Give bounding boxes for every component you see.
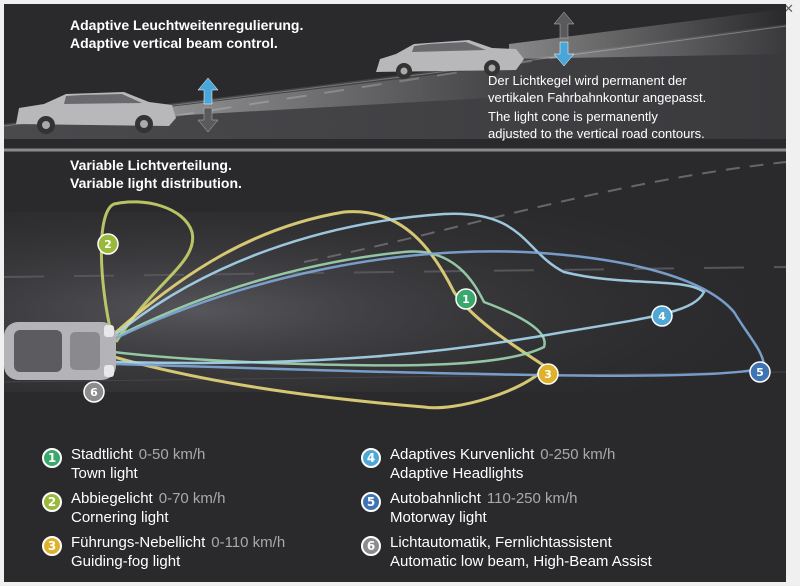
top-description: Der Lichtkegel wird permanent der vertik…: [488, 72, 706, 142]
marker-4-label: 4: [658, 310, 666, 323]
middle-title: Variable Lichtverteilung. Variable light…: [70, 156, 242, 192]
legend-en-4: Adaptive Headlights: [390, 465, 524, 482]
marker-2-label: 2: [104, 238, 112, 251]
car-icon: [16, 92, 176, 134]
legend-badge-5: 5: [361, 492, 381, 512]
beam-cornering: [99, 200, 195, 343]
legend-speed-5: 110-250 km/h: [486, 490, 578, 507]
legend-item-6: 6 Lichtautomatik, Fernlichtassistent Aut…: [361, 534, 771, 570]
close-icon[interactable]: ✕: [783, 2, 794, 17]
legend-speed-2: 0-70 km/h: [158, 490, 226, 507]
road-lane-top: [4, 266, 786, 278]
car-icon: [4, 322, 116, 380]
marker-3: 3: [537, 363, 559, 385]
light-distribution-diagram: 1 2 3 4 5 6: [4, 161, 786, 410]
middle-title-en: Variable light distribution.: [70, 175, 242, 191]
legend-en-3: Guiding-fog light: [71, 553, 181, 570]
up-down-arrow-icon: [197, 77, 219, 133]
beam-rear-car: [169, 64, 524, 116]
beam-town: [113, 250, 546, 367]
marker-3-label: 3: [544, 368, 552, 381]
marker-5-label: 5: [756, 366, 764, 379]
marker-1-label: 1: [462, 293, 470, 306]
legend-de-6: Lichtautomatik, Fernlichtassistent: [390, 534, 612, 551]
top-title: Adaptive Leuchtweitenregulierung. Adapti…: [70, 16, 303, 52]
beam-fog: [113, 210, 549, 410]
legend-badge-1: 1: [42, 448, 62, 468]
road-lane-bottom: [4, 371, 786, 383]
top-desc-de-2: vertikalen Fahrbahnkontur angepasst.: [488, 90, 707, 105]
top-desc-en-2: adjusted to the vertical road contours.: [488, 126, 705, 141]
marker-6: 6: [83, 381, 105, 403]
legend-badge-3: 3: [42, 536, 62, 556]
legend-en-1: Town light: [71, 465, 138, 482]
marker-2: 2: [97, 233, 119, 255]
middle-title-de: Variable Lichtverteilung.: [70, 157, 232, 173]
beam-front-car: [509, 9, 784, 59]
top-desc-en-1: The light cone is permanently: [488, 109, 658, 124]
road-far-edge: [303, 161, 786, 263]
legend-speed-1: 0-50 km/h: [138, 446, 206, 463]
up-down-arrow-icon: [553, 11, 575, 67]
marker-6-label: 6: [90, 386, 98, 399]
legend-en-6: Automatic low beam, High-Beam Assist: [390, 553, 652, 570]
legend-speed-4: 0-250 km/h: [540, 446, 616, 463]
beam-adaptive: [113, 212, 706, 365]
infographic-panel: Adaptive Leuchtweitenregulierung. Adapti…: [4, 4, 786, 582]
top-desc-de-1: Der Lichtkegel wird permanent der: [488, 73, 687, 88]
top-title-en: Adaptive vertical beam control.: [70, 35, 278, 51]
top-title-de: Adaptive Leuchtweitenregulierung.: [70, 17, 304, 33]
marker-5: 5: [749, 361, 771, 383]
legend-badge-4: 4: [361, 448, 381, 468]
marker-1: 1: [455, 288, 477, 310]
legend-badge-6: 6: [361, 536, 381, 556]
marker-4: 4: [651, 305, 673, 327]
legend-speed-3: 0-110 km/h: [211, 534, 286, 551]
legend-en-2: Cornering light: [71, 509, 169, 526]
legend-en-5: Motorway light: [390, 509, 487, 526]
car-icon: [376, 40, 524, 79]
vertical-beam-illustration: [4, 9, 786, 152]
beam-motorway: [113, 250, 766, 377]
legend-badge-2: 2: [42, 492, 62, 512]
